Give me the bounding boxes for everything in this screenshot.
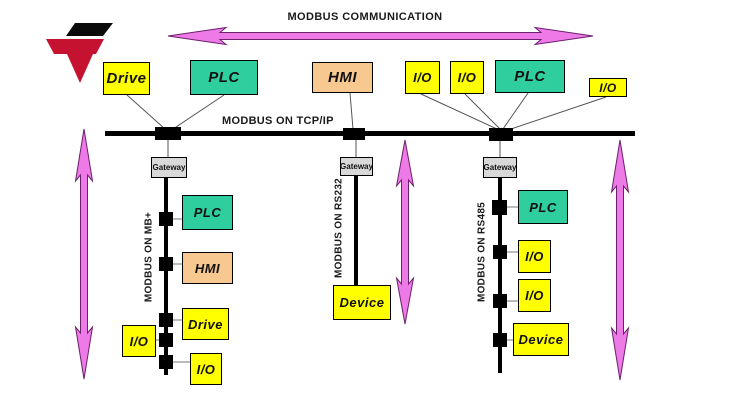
- gateway-box: Gateway: [151, 157, 187, 178]
- left-vertical-double-arrow: [74, 128, 94, 380]
- device-box-io: I/O: [518, 279, 551, 312]
- device-box-plc: PLC: [182, 195, 233, 230]
- device-box-hmi: HMI: [182, 252, 233, 284]
- device-box-device: Device: [513, 323, 569, 356]
- device-box-io: I/O: [122, 325, 156, 357]
- device-box-drive: Drive: [182, 308, 229, 340]
- device-box-plc: PLC: [495, 60, 565, 93]
- device-box-io: I/O: [190, 353, 222, 385]
- middle-vertical-double-arrow: [395, 139, 415, 325]
- branch-label-rs232: MODBUS ON RS232: [333, 177, 345, 279]
- device-box-hmi: HMI: [312, 62, 373, 93]
- device-box-io: I/O: [589, 78, 627, 97]
- horizontal-double-arrow: [167, 26, 594, 46]
- device-box-io: I/O: [518, 240, 551, 273]
- branch-label-mbplus: MODBUS ON MB+: [143, 211, 155, 303]
- device-box-device: Device: [333, 285, 391, 320]
- device-box-plc: PLC: [518, 190, 568, 224]
- gateway-stub-lines: [167, 140, 501, 157]
- device-box-drive: Drive: [103, 62, 150, 95]
- brand-logo-icon: [46, 23, 113, 83]
- device-box-plc: PLC: [190, 60, 258, 95]
- branch-label-rs485: MODBUS ON RS485: [476, 201, 488, 303]
- diagram-title: MODBUS COMMUNICATION: [287, 11, 443, 23]
- top-device-drop-lines: [126, 92, 607, 131]
- right-vertical-double-arrow: [610, 139, 630, 381]
- device-box-io: I/O: [450, 61, 484, 94]
- bus-tap-nodes: [155, 127, 513, 141]
- gateway-box: Gateway: [340, 157, 373, 176]
- gateway-box: Gateway: [483, 157, 517, 178]
- tcpip-bus-label: MODBUS ON TCP/IP: [222, 115, 334, 127]
- device-box-io: I/O: [405, 61, 440, 94]
- branch-nodes: [159, 200, 507, 369]
- device-stub-lines: [156, 206, 518, 363]
